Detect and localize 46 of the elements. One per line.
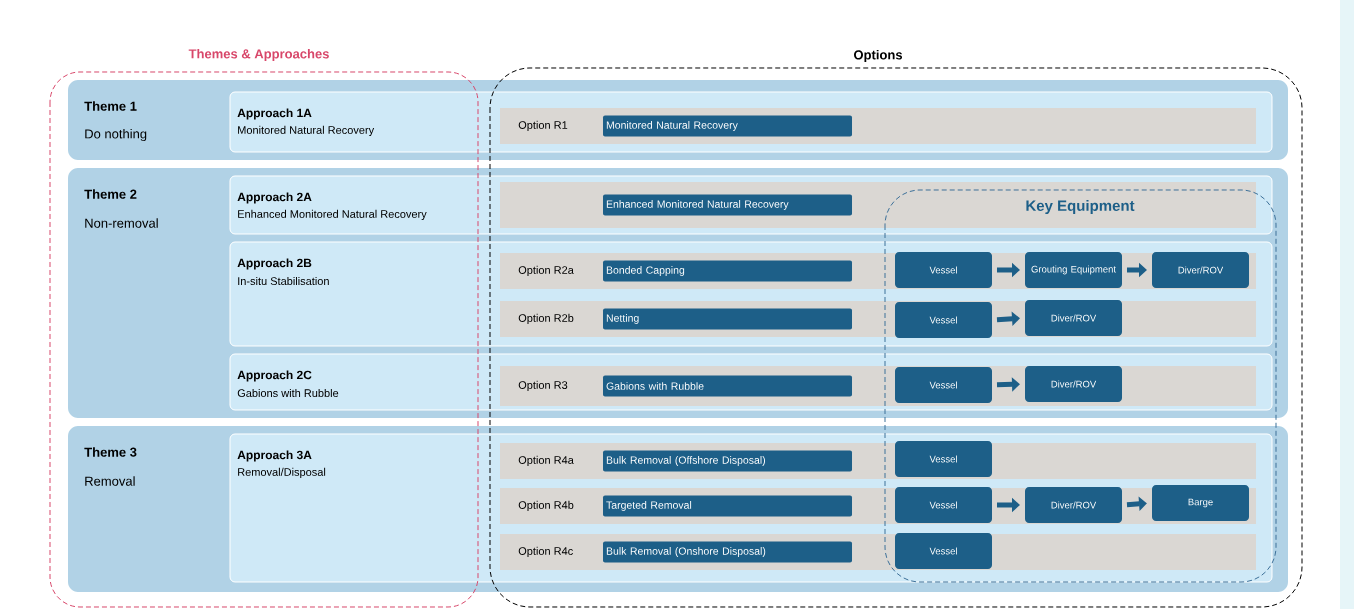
option-bar: Targeted Removal [603,495,852,517]
equipment-box: Vessel [895,252,992,288]
theme-name: Do nothing [85,128,147,142]
approach-heading: Approach 2B [237,258,312,270]
equipment-box: Grouting Equipment [1025,252,1122,288]
theme-name: Removal [85,476,135,486]
equipment-box: Diver/ROV [1025,300,1122,336]
equipment-box: Barge [1152,485,1249,521]
option-bar: Netting [603,308,852,330]
option-bar: Bonded Capping [603,260,852,282]
equipment-box: Diver/ROV [1025,487,1122,523]
option-label: Option R4c [518,546,573,558]
theme-name: Non-removal [85,218,158,228]
equipment-box: Diver/ROV [1152,252,1249,288]
option-label: Option R4b [518,500,574,512]
equipment-box: Vessel [895,533,992,569]
equipment-box: Vessel [895,302,992,338]
theme-heading: Theme 1 [84,101,137,111]
approach-heading: Approach 2A [237,192,312,204]
approach-name: Gabions with Rubble [237,388,339,398]
approach-name: Enhanced Monitored Natural Recovery [238,209,427,221]
option-label: Option R1 [518,120,568,132]
option-label: Option R4a [518,455,574,467]
approach-heading: Approach 2C [237,370,312,382]
option-bar: Monitored Natural Recovery [603,115,852,137]
group-title: Key Equipment [1026,200,1135,214]
approach-heading: Approach 3A [237,450,312,462]
equipment-box: Vessel [895,367,992,403]
option-label: Option R3 [518,380,568,392]
option-label: Option R2b [518,313,574,325]
group-title: Options [854,49,903,63]
approach-heading: Approach 1A [237,108,312,120]
approach-name: In-situ Stabilisation [238,276,329,286]
option-bar: Enhanced Monitored Natural Recovery [603,194,852,216]
theme-heading: Theme 3 [84,447,137,457]
group-title: Themes & Approaches [188,48,329,62]
equipment-box: Diver/ROV [1025,366,1122,402]
approach-name: Removal/Disposal [238,467,326,479]
option-bar: Bulk Removal (Onshore Disposal) [603,541,852,563]
option-label: Option R2a [518,265,574,277]
theme-heading: Theme 2 [84,189,137,199]
equipment-box: Vessel [895,487,992,523]
option-bar: Bulk Removal (Offshore Disposal) [603,450,852,472]
equipment-box: Vessel [895,441,992,477]
approach-name: Monitored Natural Recovery [238,125,375,137]
option-bar: Gabions with Rubble [603,375,852,397]
